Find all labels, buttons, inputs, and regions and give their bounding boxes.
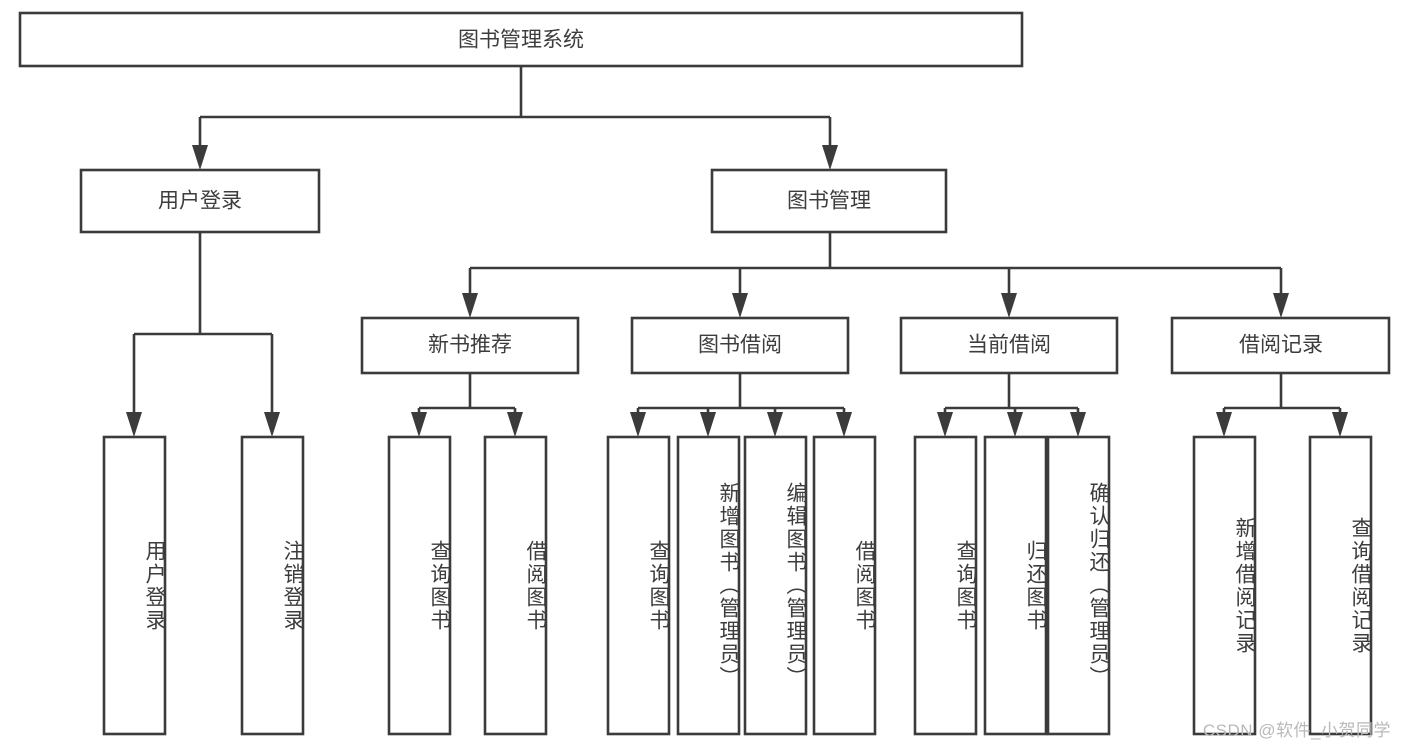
arrow-head-leaf-user-login-1 bbox=[126, 412, 142, 437]
node-box-user-login[interactable] bbox=[79, 168, 321, 234]
arrow-head-leaf-book-borrow-3 bbox=[767, 412, 783, 437]
arrow-head-new-book-rec bbox=[462, 293, 478, 318]
node-box-leaf-current-borrow-3[interactable] bbox=[1046, 435, 1111, 736]
connector-group-new-book-rec bbox=[411, 373, 523, 437]
arrow-head-leaf-book-borrow-2 bbox=[700, 412, 716, 437]
node-box-leaf-user-login-1[interactable] bbox=[102, 435, 167, 736]
arrow-head-leaf-current-borrow-3 bbox=[1070, 412, 1086, 437]
node-box-leaf-current-borrow-1[interactable] bbox=[913, 435, 978, 736]
arrow-head-borrow-record bbox=[1273, 293, 1289, 318]
arrow-head-leaf-book-borrow-1 bbox=[630, 412, 646, 437]
node-box-new-book-rec[interactable] bbox=[360, 316, 580, 375]
node-box-leaf-borrow-record-1[interactable] bbox=[1192, 435, 1257, 736]
node-label-user-login: 用户登录 bbox=[158, 190, 242, 213]
node-label-book-borrow: 图书借阅 bbox=[698, 334, 782, 357]
arrow-head-current-borrow bbox=[1001, 293, 1017, 318]
arrow-head-leaf-book-borrow-4 bbox=[836, 412, 852, 437]
connector-group-book-borrow bbox=[630, 373, 852, 437]
connector-group-borrow-record bbox=[1216, 373, 1348, 437]
node-box-leaf-new-book-rec-2[interactable] bbox=[483, 435, 548, 736]
node-box-book-borrow[interactable] bbox=[630, 316, 850, 375]
arrow-head-leaf-new-book-rec-1 bbox=[411, 412, 427, 437]
arrow-head-leaf-current-borrow-2 bbox=[1007, 412, 1023, 437]
arrow-head-leaf-borrow-record-1 bbox=[1216, 412, 1232, 437]
node-label-borrow-record: 借阅记录 bbox=[1239, 334, 1323, 357]
node-box-leaf-book-borrow-4[interactable] bbox=[812, 435, 877, 736]
connector-group-root bbox=[192, 65, 838, 170]
node-box-current-borrow[interactable] bbox=[899, 316, 1119, 375]
node-box-leaf-current-borrow-2[interactable] bbox=[983, 435, 1048, 736]
connector-group-user-login bbox=[126, 232, 280, 437]
node-box-leaf-user-login-2[interactable] bbox=[240, 435, 305, 736]
node-box-book-mgmt[interactable] bbox=[710, 168, 948, 234]
arrow-head-book-borrow bbox=[732, 293, 748, 318]
connector-group-book-mgmt bbox=[462, 232, 1289, 318]
node-label-root: 图书管理系统 bbox=[458, 29, 584, 52]
arrow-head-book-mgmt bbox=[822, 145, 838, 170]
arrow-head-leaf-borrow-record-2 bbox=[1332, 412, 1348, 437]
arrow-head-user-login bbox=[192, 145, 208, 170]
node-box-leaf-book-borrow-1[interactable] bbox=[606, 435, 671, 736]
node-box-leaf-borrow-record-2[interactable] bbox=[1308, 435, 1373, 736]
arrow-head-leaf-new-book-rec-2 bbox=[507, 412, 523, 437]
connector-group-current-borrow bbox=[937, 373, 1086, 437]
arrow-head-leaf-current-borrow-1 bbox=[937, 412, 953, 437]
node-box-borrow-record[interactable] bbox=[1170, 316, 1391, 375]
node-box-root[interactable] bbox=[18, 11, 1024, 68]
arrow-head-leaf-user-login-2 bbox=[264, 412, 280, 437]
node-box-leaf-new-book-rec-1[interactable] bbox=[387, 435, 452, 736]
node-box-leaf-book-borrow-3[interactable] bbox=[743, 435, 808, 736]
watermark-text: CSDN @软件_小贺同学 bbox=[1202, 721, 1391, 740]
node-label-book-mgmt: 图书管理 bbox=[787, 190, 871, 213]
node-label-new-book-rec: 新书推荐 bbox=[428, 334, 512, 357]
node-label-current-borrow: 当前借阅 bbox=[967, 334, 1051, 357]
node-box-leaf-book-borrow-2[interactable] bbox=[676, 435, 741, 736]
